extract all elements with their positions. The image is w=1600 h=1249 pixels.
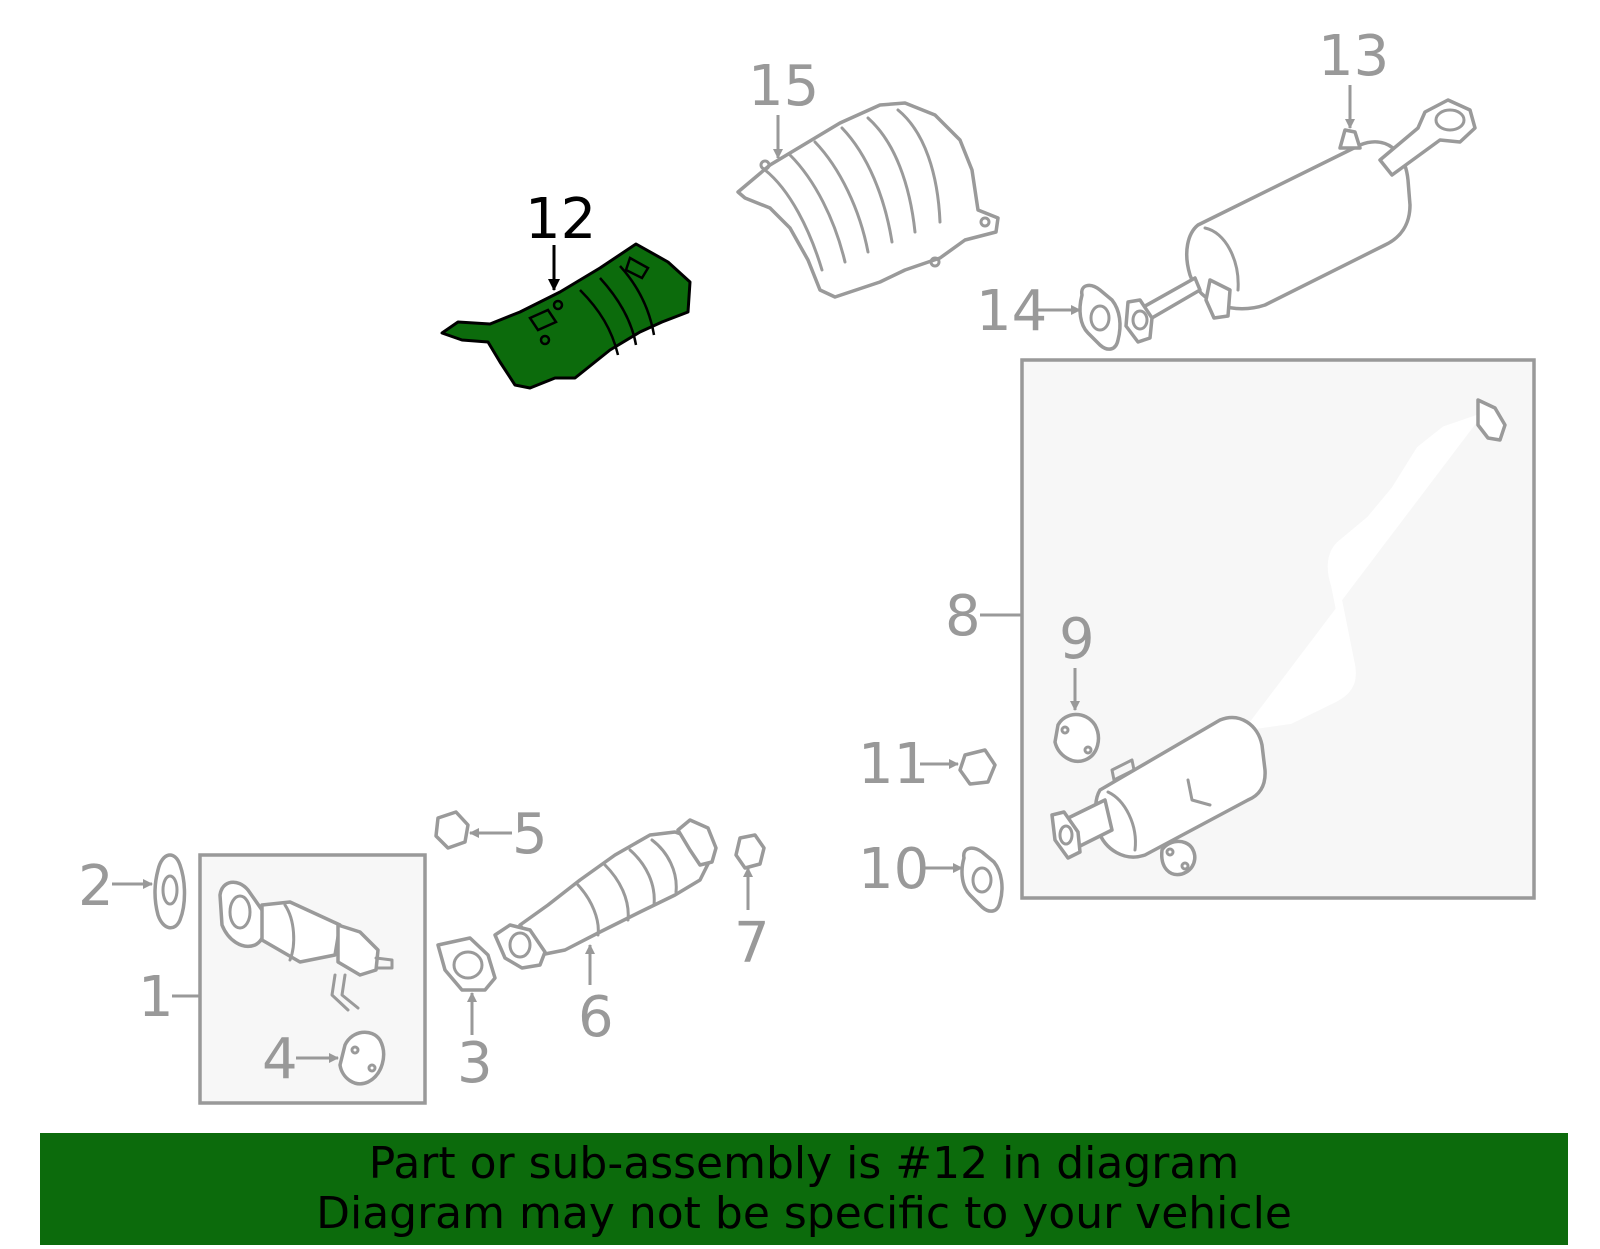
callout-1[interactable]: 1 [138,965,174,1030]
part-5-nut[interactable] [434,810,470,850]
part-11-nut[interactable] [958,748,997,786]
banner-line-part-number: Part or sub-assembly is #12 in diagram [368,1138,1240,1189]
banner-line-disclaimer: Diagram may not be specific to your vehi… [316,1188,1292,1239]
part-12-heat-shield-highlighted[interactable] [440,242,692,390]
callout-15[interactable]: 15 [748,54,819,119]
callout-12[interactable]: 12 [525,187,596,252]
part-2-gasket[interactable] [153,853,187,930]
part-4-hanger[interactable] [338,1030,386,1086]
callout-10[interactable]: 10 [858,837,929,902]
part-7-nut[interactable] [734,833,766,870]
part-6-catalytic-converter[interactable] [493,818,718,970]
part-9-hanger[interactable] [1053,712,1101,763]
callout-14[interactable]: 14 [976,279,1047,344]
hanger-detail [1160,839,1197,877]
part-3-gasket[interactable] [436,936,497,992]
callout-11[interactable]: 11 [858,732,929,797]
part-13-rear-muffler[interactable] [1124,98,1477,344]
callout-9[interactable]: 9 [1059,607,1095,672]
callout-5[interactable]: 5 [512,802,548,867]
part-15-heat-shield[interactable] [736,101,1000,299]
part-14-gasket[interactable] [1078,283,1122,351]
callout-2[interactable]: 2 [78,854,114,919]
callout-6[interactable]: 6 [578,985,614,1050]
part-8-front-pipe-resonator[interactable] [1050,398,1507,860]
callout-13[interactable]: 13 [1318,24,1389,89]
callout-4[interactable]: 4 [262,1027,298,1092]
callout-7[interactable]: 7 [734,911,770,976]
part-10-gasket[interactable] [960,846,1004,913]
part-1-front-pipe[interactable] [218,880,394,1012]
callout-8[interactable]: 8 [945,584,981,649]
info-banner: Part or sub-assembly is #12 in diagram D… [40,1133,1568,1245]
callout-3[interactable]: 3 [457,1031,493,1096]
